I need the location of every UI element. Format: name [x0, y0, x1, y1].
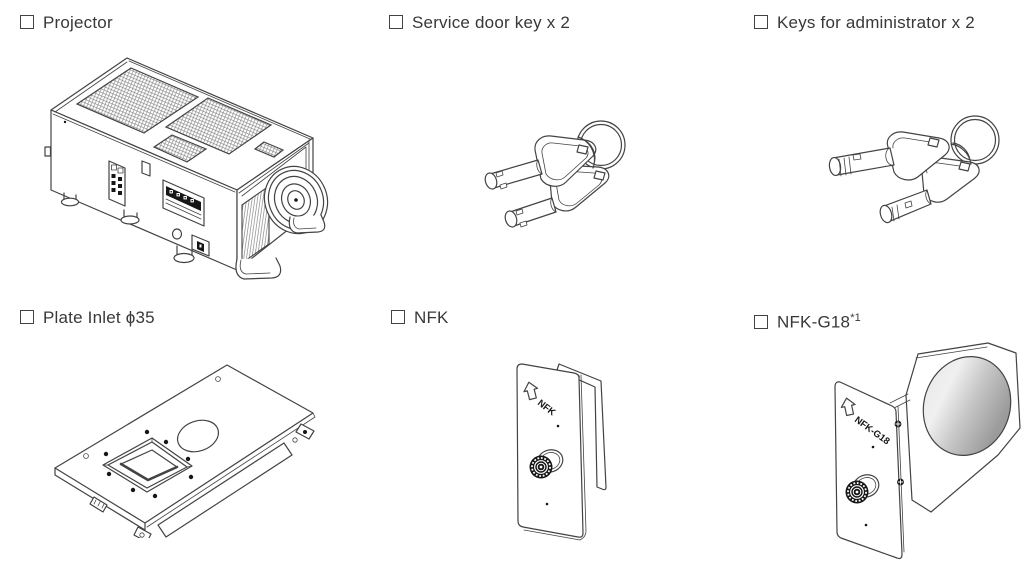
- front-hole: [171, 228, 183, 240]
- plate-flange: [157, 442, 293, 538]
- projector-illustration: [44, 57, 329, 280]
- item-label-keys-for-administrator: Keys for administrator x 2: [754, 13, 975, 33]
- nfk-g18-back-plate: [905, 342, 1021, 513]
- footnote-marker: *1: [850, 312, 862, 324]
- plate-screw-holes: [83, 376, 221, 499]
- item-label-projector: Projector: [20, 13, 113, 33]
- checkbox-icon: [389, 15, 403, 29]
- nfk-g18-front-panel: NFK-G18: [834, 381, 911, 560]
- plate-inlet-illustration: [54, 364, 316, 538]
- nfk-illustration: NFK: [516, 363, 607, 541]
- item-label-text: NFK: [414, 308, 449, 327]
- checkbox-icon: [754, 15, 768, 29]
- nfk-g18-connector: [845, 474, 880, 504]
- key-ring-front-arc: [577, 136, 596, 169]
- plate-round-opening: [922, 356, 1012, 456]
- key-1: [484, 135, 597, 190]
- panel-screw: [897, 478, 904, 486]
- projector-top-vents: [75, 67, 285, 163]
- checkbox-icon: [20, 15, 34, 29]
- nfk-g18-illustration: NFK-G18: [834, 342, 1021, 560]
- item-label-nfk-g18: NFK-G18*1: [754, 308, 861, 333]
- plate-body: [54, 364, 316, 538]
- administrator-keys-illustration: [828, 115, 1000, 224]
- item-label-plate-inlet: Plate Inlet ϕ35: [20, 308, 155, 328]
- item-label-service-door-key: Service door key x 2: [389, 13, 570, 33]
- key-2: [879, 156, 980, 224]
- projector-lens: [241, 146, 329, 265]
- item-label-text: NFK-G18: [777, 312, 851, 332]
- nfk-front-panel: NFK: [516, 363, 587, 541]
- projector-terminal-panel: [162, 179, 205, 227]
- up-arrow-icon: [523, 381, 539, 401]
- projector-control-panel: [108, 160, 151, 207]
- nfk-connector: [529, 449, 564, 479]
- side-knob: [44, 146, 52, 157]
- checkbox-icon: [20, 310, 34, 324]
- projector-feet: [60, 192, 326, 280]
- panel-screw: [894, 420, 902, 428]
- projector-power-switch: [171, 228, 210, 257]
- plate-square-opening: [102, 437, 193, 493]
- item-label-text: Keys for administrator x 2: [777, 13, 975, 32]
- item-label-nfk: NFK: [391, 308, 449, 328]
- plate-round-hole: [176, 419, 220, 453]
- item-label-text: Plate Inlet ϕ35: [43, 308, 155, 327]
- checkbox-icon: [391, 310, 405, 324]
- key-ring-front-arc: [950, 142, 972, 165]
- item-label-text: Service door key x 2: [412, 13, 571, 32]
- key-1: [828, 131, 950, 181]
- item-label-text: Projector: [43, 13, 113, 32]
- service-door-keys-illustration: [484, 120, 626, 228]
- key-ring-icon: [950, 115, 1000, 165]
- up-arrow-icon: [840, 397, 856, 417]
- checkbox-icon: [754, 314, 768, 329]
